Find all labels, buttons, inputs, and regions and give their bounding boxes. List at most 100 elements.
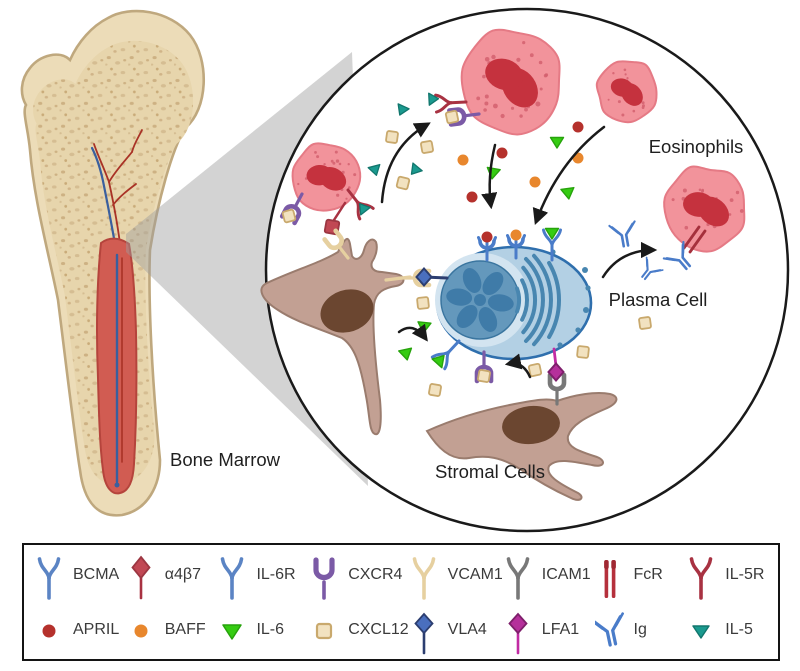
fcr-receptor: [682, 225, 707, 254]
flow-arrow: [481, 143, 498, 210]
flow-arrow: [532, 125, 606, 226]
legend-item-il6: IL-6: [217, 605, 309, 655]
legend-item-il6r: IL-6R: [217, 550, 309, 600]
baff-molecule: [529, 176, 541, 188]
eosinophil-granule: [332, 161, 336, 165]
baff-molecule: [510, 229, 522, 241]
cxcl12-molecule: [476, 368, 492, 384]
april-molecule: [481, 231, 493, 243]
eosinophil-granule: [539, 87, 543, 91]
april-ligand-icon: [42, 624, 56, 637]
il6-ligand-icon: [222, 623, 243, 640]
legend-label: BCMA: [73, 565, 120, 583]
femur-bone: [20, 9, 206, 517]
chromatin-spoke: [462, 268, 482, 293]
eosinophil-cell-left: [291, 142, 362, 212]
legend-item-bcma: BCMA: [34, 550, 126, 600]
eosinophil-granule: [729, 198, 734, 203]
cxcl12-molecule: [527, 362, 543, 378]
eosinophil-granule: [624, 73, 627, 76]
eosinophil-granule: [529, 53, 534, 58]
plasma-cell: [435, 245, 593, 361]
secretory-vesicles: [550, 249, 591, 348]
legend-label: LFA1: [541, 620, 580, 638]
eosinophil-granule: [538, 60, 543, 65]
legend-label: APRIL: [73, 620, 120, 638]
eosinophil-granule: [493, 103, 498, 109]
eosinophil-granule: [522, 41, 526, 45]
eosinophil-granule: [345, 197, 348, 200]
eosinophil-granule: [641, 101, 645, 105]
stromal-cell-left: [260, 237, 405, 436]
flow-arrow: [380, 122, 431, 204]
cxcl12-molecule: [637, 315, 653, 331]
stromal-body: [260, 237, 405, 436]
eosinophil-granule: [334, 150, 338, 154]
eosinophil-granule: [735, 190, 740, 195]
eosinophil-granule: [519, 114, 523, 118]
eosinophil-granule: [739, 209, 744, 213]
legend: BCMA α4β7 IL-6R CXCR4 VCAM1 ICAM1: [22, 543, 780, 661]
il6r-receptor-icon: [221, 556, 244, 600]
legend-item-lfa1: LFA1: [503, 605, 595, 655]
baff-ligand-icon: [134, 624, 148, 637]
eosinophil-granule: [524, 107, 528, 112]
chromatin-spoke: [446, 288, 473, 306]
cxcl12-molecule: [419, 139, 435, 155]
flow-arrow: [601, 241, 658, 279]
legend-item-cxcl12: CXCL12: [309, 605, 409, 655]
april-molecule: [572, 121, 584, 133]
legend-label: FcR: [633, 565, 663, 583]
chromatin-spoke: [487, 294, 514, 312]
eosinophil-granule: [348, 186, 351, 189]
legend-label: IL-6R: [256, 565, 296, 583]
chromatin-center: [474, 294, 486, 306]
eosinophil-granule: [484, 101, 489, 106]
legend-item-il5: IL-5: [686, 605, 778, 655]
bone-marrow-diagram: Eosinophils Plasma Cell Stromal Cells Bo…: [20, 7, 790, 533]
flow-arrow: [397, 323, 428, 342]
eosinophil-granule: [632, 109, 636, 113]
legend-item-cxcr4: CXCR4: [309, 550, 408, 600]
eosinophil-granule: [482, 74, 486, 79]
cxcr4-receptor-icon: [313, 556, 335, 600]
il5r-receptor-icon: [689, 556, 713, 600]
eosinophil-nucleus-lobe: [683, 192, 715, 217]
eosinophil-granule: [642, 104, 645, 108]
eosinophil-granule: [347, 163, 350, 166]
bone-marrow-label: Bone Marrow: [170, 449, 281, 470]
stromal-nucleus: [502, 405, 560, 445]
cxcl12-molecule: [395, 175, 411, 191]
eosinophil-granule: [297, 182, 300, 186]
cxcl12-ligand-icon: [316, 622, 333, 639]
chromatin-spoke: [482, 271, 504, 296]
cxcl12-molecule: [444, 109, 460, 125]
legend-label: VLA4: [447, 620, 487, 638]
eosinophil-granule: [476, 96, 481, 101]
cxcl12-molecule: [281, 208, 297, 224]
cxcl12-molecule: [576, 345, 590, 359]
april-molecule: [466, 191, 478, 203]
eosinophil-granule: [323, 163, 326, 166]
eosinophil-granule: [491, 54, 496, 60]
eosinophil-granule: [671, 198, 675, 202]
legend-label: ICAM1: [541, 565, 591, 583]
eosinophil-granule: [335, 159, 340, 163]
eosinophil-granule: [698, 188, 702, 192]
fcr-receptor-icon: [603, 559, 616, 598]
eosinophil-cell-topright: [595, 60, 658, 124]
legend-label: IL-5: [725, 620, 753, 638]
il5-ligand-icon: [692, 624, 710, 639]
legend-item-il5r: IL-5R: [686, 550, 778, 600]
legend-item-icam1: ICAM1: [503, 550, 595, 600]
eosinophils-label: Eosinophils: [649, 136, 744, 157]
eosinophil-granule: [543, 74, 548, 78]
eosinophil-granule: [484, 94, 489, 99]
stromal-cells-label: Stromal Cells: [435, 461, 545, 482]
ig-antibody-icon: [594, 611, 624, 647]
flow-arrows: [380, 122, 658, 379]
eosinophil-cell-right: [663, 165, 746, 253]
legend-label: Ig: [633, 620, 647, 638]
eosinophil-granule: [701, 188, 704, 192]
legend-item-vcam1: VCAM1: [409, 550, 503, 600]
